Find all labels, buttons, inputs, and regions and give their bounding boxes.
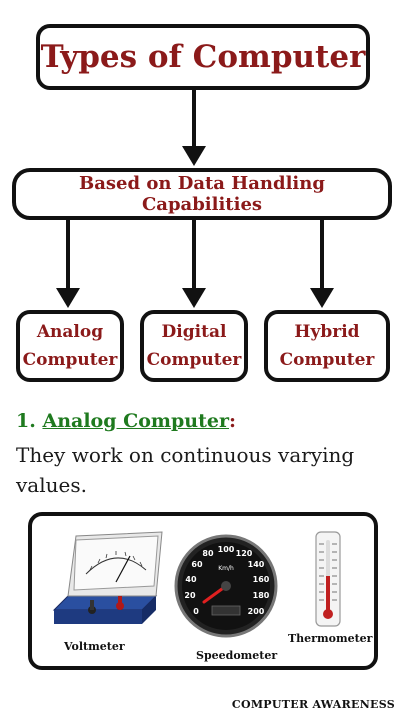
type-digital-line1: Digital <box>161 322 227 342</box>
speedometer-tick-80: 80 <box>202 549 214 558</box>
type-analog-line2: Computer <box>22 350 118 370</box>
speedometer-tick-40: 40 <box>185 575 197 584</box>
speedometer-tick-0: 0 <box>193 607 199 616</box>
type-box-digital: Digital Computer <box>140 310 248 382</box>
speedometer-tick-120: 120 <box>236 549 253 558</box>
section-number: 1. <box>16 410 36 432</box>
examples-box: Voltmeter 0 20 40 60 80 100 120 140 160 … <box>28 512 378 670</box>
speedometer-tick-100: 100 <box>218 545 235 554</box>
speedometer-tick-140: 140 <box>248 560 265 569</box>
section-heading: 1. Analog Computer: <box>16 410 236 432</box>
thermometer-caption: Thermometer <box>288 632 373 645</box>
speedometer-image: 0 20 40 60 80 100 120 140 160 180 200 Km… <box>174 534 278 638</box>
section-description: They work on continuous varying values. <box>16 443 355 497</box>
type-digital-line2: Computer <box>146 350 242 370</box>
speedometer-tick-200: 200 <box>248 607 265 616</box>
category-label: Based on Data Handling Capabilities <box>79 173 325 215</box>
speedometer-caption: Speedometer <box>196 649 278 662</box>
section-name: Analog Computer <box>42 410 229 432</box>
voltmeter-caption: Voltmeter <box>64 640 125 653</box>
footer-brand: COMPUTER AWARENESS <box>231 698 395 711</box>
page-title: Types of Computer <box>40 39 366 75</box>
section-colon: : <box>229 410 237 432</box>
type-hybrid-line2: Computer <box>279 350 375 370</box>
speedometer-unit: Km/h <box>218 565 234 572</box>
title-box: Types of Computer <box>36 24 370 90</box>
type-hybrid-line1: Hybrid <box>294 322 360 342</box>
speedometer-tick-180: 180 <box>253 591 270 600</box>
thermometer-image <box>315 531 341 627</box>
speedometer-tick-20: 20 <box>184 591 196 600</box>
speedometer-tick-60: 60 <box>191 560 203 569</box>
voltmeter-image <box>52 531 163 624</box>
type-box-analog: Analog Computer <box>16 310 124 382</box>
category-box: Based on Data Handling Capabilities <box>12 168 392 220</box>
type-analog-line1: Analog <box>36 322 104 342</box>
speedometer-tick-160: 160 <box>253 575 270 584</box>
type-box-hybrid: Hybrid Computer <box>264 310 390 382</box>
